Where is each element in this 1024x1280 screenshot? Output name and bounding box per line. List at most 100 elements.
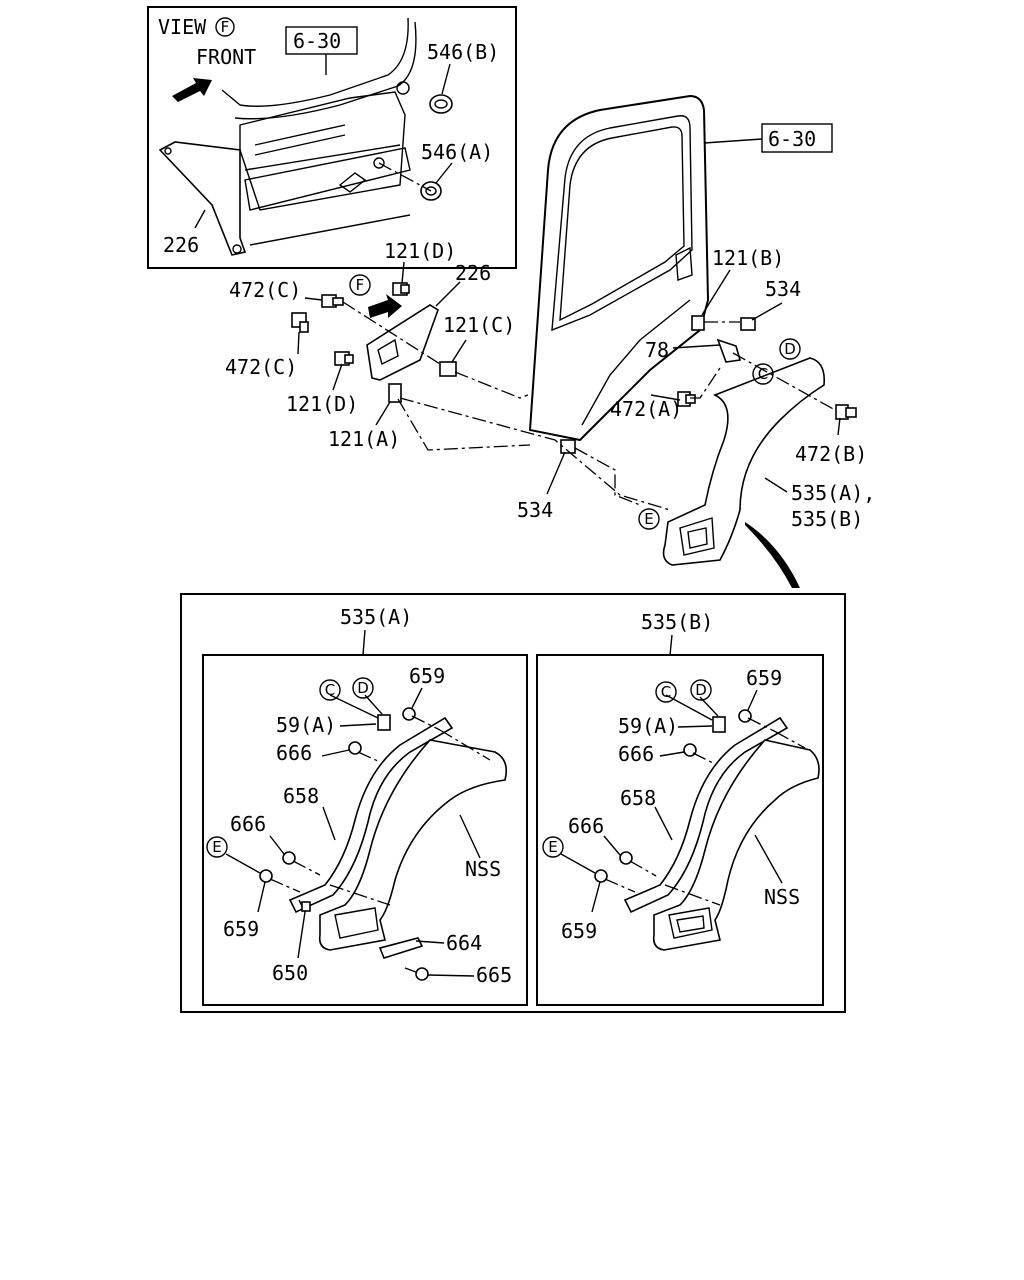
clip-650-icon <box>301 901 311 912</box>
inset-view-f: VIEW F FRONT 6-30 546(B) 546(A) <box>147 6 517 269</box>
leader-line <box>322 806 336 841</box>
leader-line <box>411 687 423 709</box>
assembly-line <box>342 301 441 365</box>
label-664: 664 <box>446 931 482 955</box>
leader-line <box>364 694 383 715</box>
label-659-bottom: 659 <box>223 917 259 941</box>
leader-line <box>650 394 681 401</box>
step-panel <box>239 91 406 211</box>
leader-line <box>701 269 731 316</box>
assembly-line <box>399 397 671 511</box>
panel-535a: C D E 659 59(A) 666 658 666 659 650 NSS … <box>202 654 528 1006</box>
assembly-line <box>690 367 721 399</box>
screw-665-icon <box>415 967 429 981</box>
door-window <box>551 115 693 332</box>
label-659-top: 659 <box>746 666 782 690</box>
assembly-line <box>329 884 391 906</box>
ref-circle-e <box>638 508 660 530</box>
label-121c: 121(C) <box>443 313 515 337</box>
cab-outline <box>221 17 409 107</box>
label-121d-left: 121(D) <box>286 392 358 416</box>
nut-534-bottom-icon <box>560 439 576 454</box>
ref-circle-c <box>752 363 774 385</box>
label-659-bottom: 659 <box>561 919 597 943</box>
clip-59a-icon <box>377 714 391 731</box>
label-78: 78 <box>645 338 669 362</box>
screw-666-top-icon <box>348 741 362 755</box>
step-line <box>254 134 346 156</box>
ref-circle-d-letter: D <box>784 340 796 358</box>
main-assembly: 6-30 <box>225 94 875 588</box>
assembly-line <box>454 371 529 399</box>
assembly-line <box>629 860 657 877</box>
assembly-line <box>439 729 491 761</box>
panel-a-frame <box>202 654 528 1006</box>
fender-lamp <box>668 907 713 939</box>
leader-line <box>427 974 475 977</box>
ref-circle-e-letter: E <box>548 838 557 856</box>
ref-circle-e-letter: E <box>644 510 653 528</box>
detail-box: 535(A) 535(B) <box>180 593 846 1013</box>
leader-line <box>332 363 343 391</box>
label-nss: NSS <box>465 857 501 881</box>
bolt-472c-top-icon <box>321 294 344 308</box>
label-666-mid: 666 <box>568 814 604 838</box>
ref-circle-e <box>542 836 564 858</box>
leader-line <box>329 694 379 719</box>
step-line <box>254 124 346 146</box>
fender-535-icon <box>662 357 826 566</box>
label-472c-left: 472(C) <box>225 355 297 379</box>
leader-line <box>304 297 323 301</box>
fender-lamp-inner <box>687 527 708 549</box>
sill-bar <box>244 147 411 211</box>
label-534-bottom: 534 <box>517 498 553 522</box>
fender-lamp <box>679 517 715 556</box>
label-546b: 546(B) <box>427 40 499 64</box>
leader-line <box>441 63 451 95</box>
label-472b: 472(B) <box>795 442 867 466</box>
leader-line <box>269 835 285 855</box>
screw-659-top-icon <box>738 709 752 723</box>
leader-line <box>672 344 721 349</box>
ref-circle-d <box>779 338 801 360</box>
leader-line <box>194 209 206 229</box>
label-650: 650 <box>272 961 308 985</box>
ref-circle-e-letter: E <box>212 838 221 856</box>
label-659-top: 659 <box>409 664 445 688</box>
leader-line <box>225 853 261 874</box>
inset-ref-box <box>285 26 358 55</box>
label-472c-top: 472(C) <box>229 278 301 302</box>
clip-121b-icon <box>691 315 705 331</box>
leader-line <box>751 302 783 321</box>
view-circle-letter: F <box>221 18 230 36</box>
leader-line <box>435 281 461 307</box>
screw-666-mid-icon <box>282 851 296 865</box>
view-label: VIEW <box>158 15 207 39</box>
inset-ref-text: 6-30 <box>293 29 341 53</box>
ref-circle-d-letter: D <box>357 679 369 697</box>
label-nss: NSS <box>764 885 800 909</box>
grommet-546b-icon <box>429 94 453 114</box>
label-472a: 472(A) <box>610 397 682 421</box>
label-666-top: 666 <box>618 742 654 766</box>
view-circle <box>215 17 235 37</box>
label-535ab-line1: 535(A), <box>791 481 875 505</box>
grommet-546b-inner <box>434 99 448 109</box>
leader-line <box>837 417 841 436</box>
label-666-top: 666 <box>276 741 312 765</box>
assembly-line <box>775 731 806 749</box>
clip-121c-icon <box>439 361 457 377</box>
screw-659-bottom-icon <box>594 869 608 883</box>
leader-line <box>435 162 453 184</box>
direction-arrow-icon <box>368 294 402 318</box>
leader-line <box>703 138 763 144</box>
leader-line <box>297 331 300 355</box>
leader-line <box>297 911 306 959</box>
bolt-icon <box>164 147 172 155</box>
assembly-line <box>664 884 721 906</box>
cab-outline-inner <box>234 21 417 120</box>
ref-circle-f <box>349 274 371 296</box>
bracket-slot <box>377 338 399 366</box>
inset-frame <box>147 6 517 269</box>
